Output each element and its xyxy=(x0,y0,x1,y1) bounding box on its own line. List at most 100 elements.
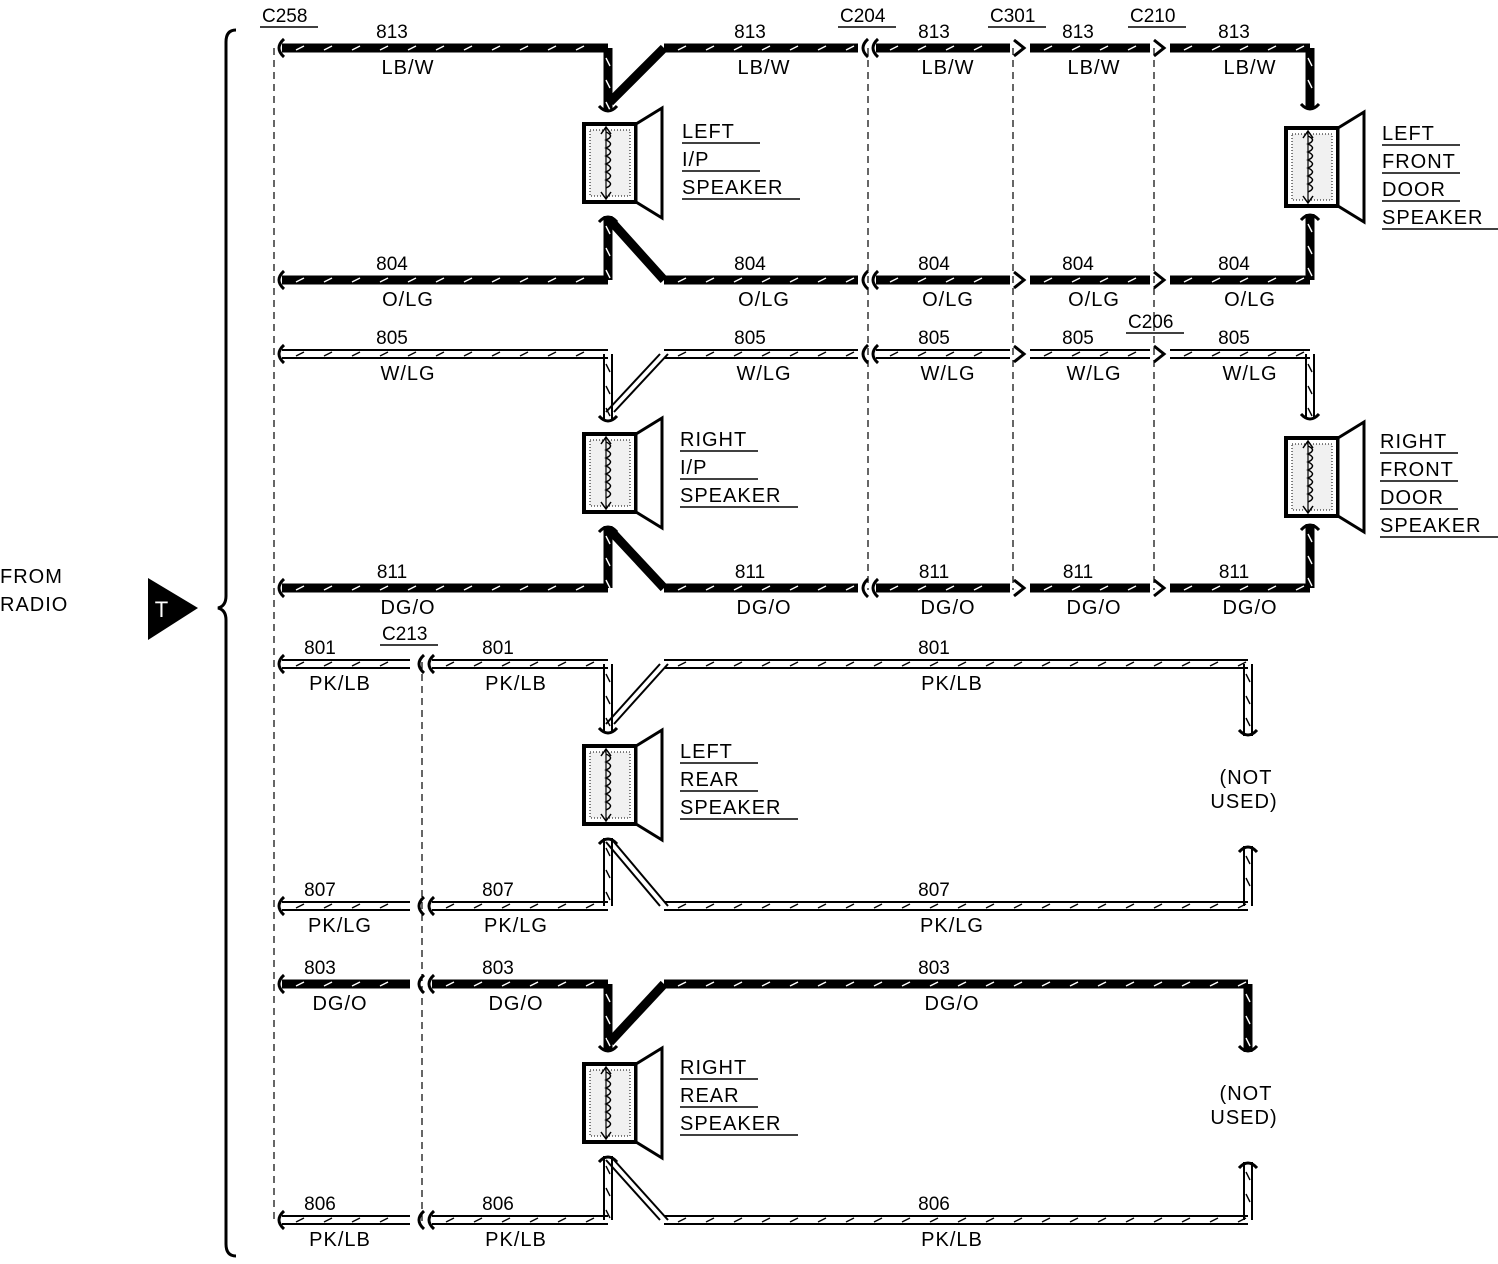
circuit-number: 811 xyxy=(377,562,407,583)
circuit-color: PK/LB xyxy=(921,1229,983,1251)
source-label-line1: FROM xyxy=(0,566,63,588)
speaker-label-line: RIGHT xyxy=(1380,431,1447,453)
connector-label-c213: C213 xyxy=(382,624,427,645)
connector-pin xyxy=(417,1209,426,1231)
not-used-label: (NOT xyxy=(1220,1083,1273,1105)
connector-pin xyxy=(277,1209,286,1231)
circuit-number: 807 xyxy=(918,880,950,901)
speaker-label-line: SPEAKER xyxy=(680,485,781,507)
connector-pin xyxy=(871,37,880,59)
circuit-number: 806 xyxy=(304,1194,336,1215)
connector-pin xyxy=(861,343,870,365)
connector-label-c258: C258 xyxy=(262,6,307,27)
circuit-number: 801 xyxy=(482,638,514,659)
circuit-color: DG/O xyxy=(1066,597,1121,619)
source-marker-label: T xyxy=(155,597,169,622)
connector-pin xyxy=(861,577,870,599)
connector-pin xyxy=(417,653,426,675)
connector-pin xyxy=(417,895,426,917)
connector-pin xyxy=(1237,1161,1259,1170)
speaker-label-line: LEFT xyxy=(1382,123,1435,145)
connector-label-c210: C210 xyxy=(1130,6,1175,27)
circuit-number: 807 xyxy=(482,880,514,901)
circuit-color: PK/LG xyxy=(308,915,372,937)
right-ip-speaker xyxy=(582,415,664,531)
left-ip-speaker xyxy=(582,105,664,221)
circuit-number: 804 xyxy=(1062,254,1094,275)
symbols xyxy=(148,28,1366,1258)
connector-pin xyxy=(1299,412,1321,421)
circuit-color: DG/O xyxy=(736,597,791,619)
speaker-label-line: FRONT xyxy=(1380,459,1454,481)
speaker-label-line: I/P xyxy=(680,457,707,479)
circuit-number: 811 xyxy=(1219,562,1249,583)
speaker-label-line: DOOR xyxy=(1380,487,1444,509)
speaker-label-line: DOOR xyxy=(1382,179,1446,201)
left-rear-speaker xyxy=(582,727,664,843)
connector-pin xyxy=(871,577,880,599)
speaker-label-line: SPEAKER xyxy=(1382,207,1483,229)
connector-label-c206: C206 xyxy=(1128,312,1173,333)
connector-pin xyxy=(597,1044,619,1053)
connector-pin xyxy=(861,269,870,291)
connector-arrow xyxy=(1153,578,1167,598)
circuit-number: 803 xyxy=(918,958,950,979)
circuit-number: 805 xyxy=(734,328,766,349)
connector-pin xyxy=(277,653,286,675)
source-marker xyxy=(148,578,198,640)
connector-arrow xyxy=(1153,270,1167,290)
connector-arrow xyxy=(1013,344,1027,364)
connector-pin xyxy=(277,895,286,917)
speaker-label-line: LEFT xyxy=(680,741,733,763)
circuit-color: DG/O xyxy=(380,597,435,619)
circuit-number: 811 xyxy=(735,562,765,583)
speaker-label-line: SPEAKER xyxy=(1380,515,1481,537)
connector-pin xyxy=(427,973,436,995)
circuit-number: 806 xyxy=(918,1194,950,1215)
circuit-number: 805 xyxy=(918,328,950,349)
connector-pin xyxy=(597,104,619,113)
harness-bracket xyxy=(217,28,237,1258)
connector-arrow xyxy=(1013,578,1027,598)
circuit-color: LB/W xyxy=(382,57,435,79)
connector-label-c204: C204 xyxy=(840,6,886,27)
right-front-door-speaker xyxy=(1284,419,1366,535)
circuit-number: 806 xyxy=(482,1194,514,1215)
circuit-color: LB/W xyxy=(922,57,975,79)
connector-pin xyxy=(597,726,619,735)
circuit-color: PK/LG xyxy=(484,915,548,937)
connector-pin xyxy=(871,269,880,291)
circuit-number: 804 xyxy=(376,254,408,275)
right-rear-speaker xyxy=(582,1045,664,1161)
speaker-label-line: FRONT xyxy=(1382,151,1456,173)
connector-pin xyxy=(1299,213,1321,222)
connector-pin xyxy=(597,414,619,423)
circuit-color: W/LG xyxy=(1222,363,1277,385)
connector-pin xyxy=(427,1209,436,1231)
circuit-color: DG/O xyxy=(488,993,543,1015)
connector-pin xyxy=(277,343,286,365)
circuit-number: 805 xyxy=(376,328,408,349)
circuit-color: PK/LB xyxy=(309,1229,371,1251)
circuit-number: 803 xyxy=(482,958,514,979)
circuit-number: 801 xyxy=(918,638,950,659)
circuit-color: W/LG xyxy=(380,363,435,385)
circuit-color: PK/LB xyxy=(485,673,547,695)
circuit-number: 813 xyxy=(1218,22,1250,43)
circuit-color: DG/O xyxy=(1222,597,1277,619)
circuit-color: W/LG xyxy=(736,363,791,385)
connector-pin xyxy=(1237,1044,1259,1053)
circuit-color: PK/LB xyxy=(921,673,983,695)
circuit-number: 807 xyxy=(304,880,336,901)
circuit-color: DG/O xyxy=(924,993,979,1015)
connector-pin xyxy=(1299,102,1321,111)
circuit-color: O/LG xyxy=(382,289,434,311)
connector-label-c301: C301 xyxy=(990,6,1035,27)
circuit-color: PK/LB xyxy=(309,673,371,695)
right-front-door-speaker-label: RIGHT FRONT DOOR SPEAKER xyxy=(1380,431,1498,538)
connector-arrow xyxy=(1153,344,1167,364)
speaker-label-line: SPEAKER xyxy=(680,1113,781,1135)
